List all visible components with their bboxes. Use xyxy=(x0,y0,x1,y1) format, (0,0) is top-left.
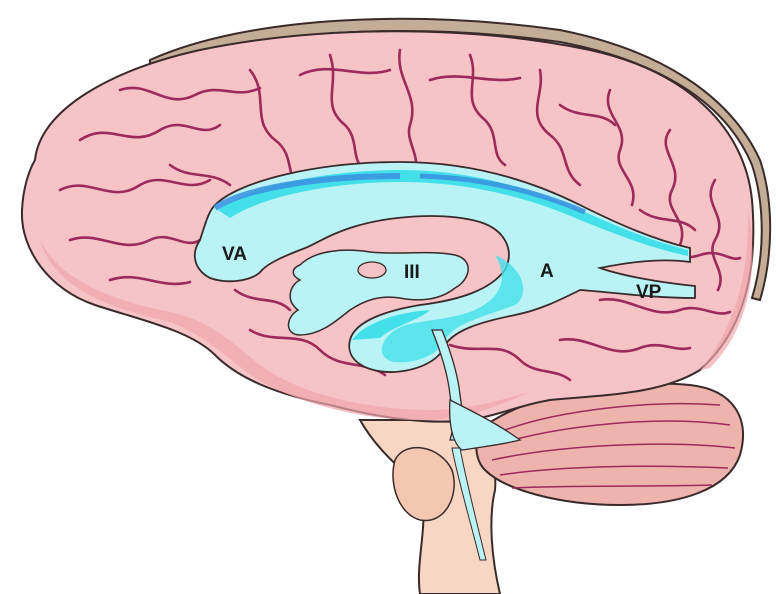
label-iii: III xyxy=(404,262,420,283)
label-a: A xyxy=(540,261,554,282)
interthalamic-adhesion xyxy=(358,262,386,278)
label-va: VA xyxy=(222,244,247,265)
label-vp: VP xyxy=(636,282,662,303)
